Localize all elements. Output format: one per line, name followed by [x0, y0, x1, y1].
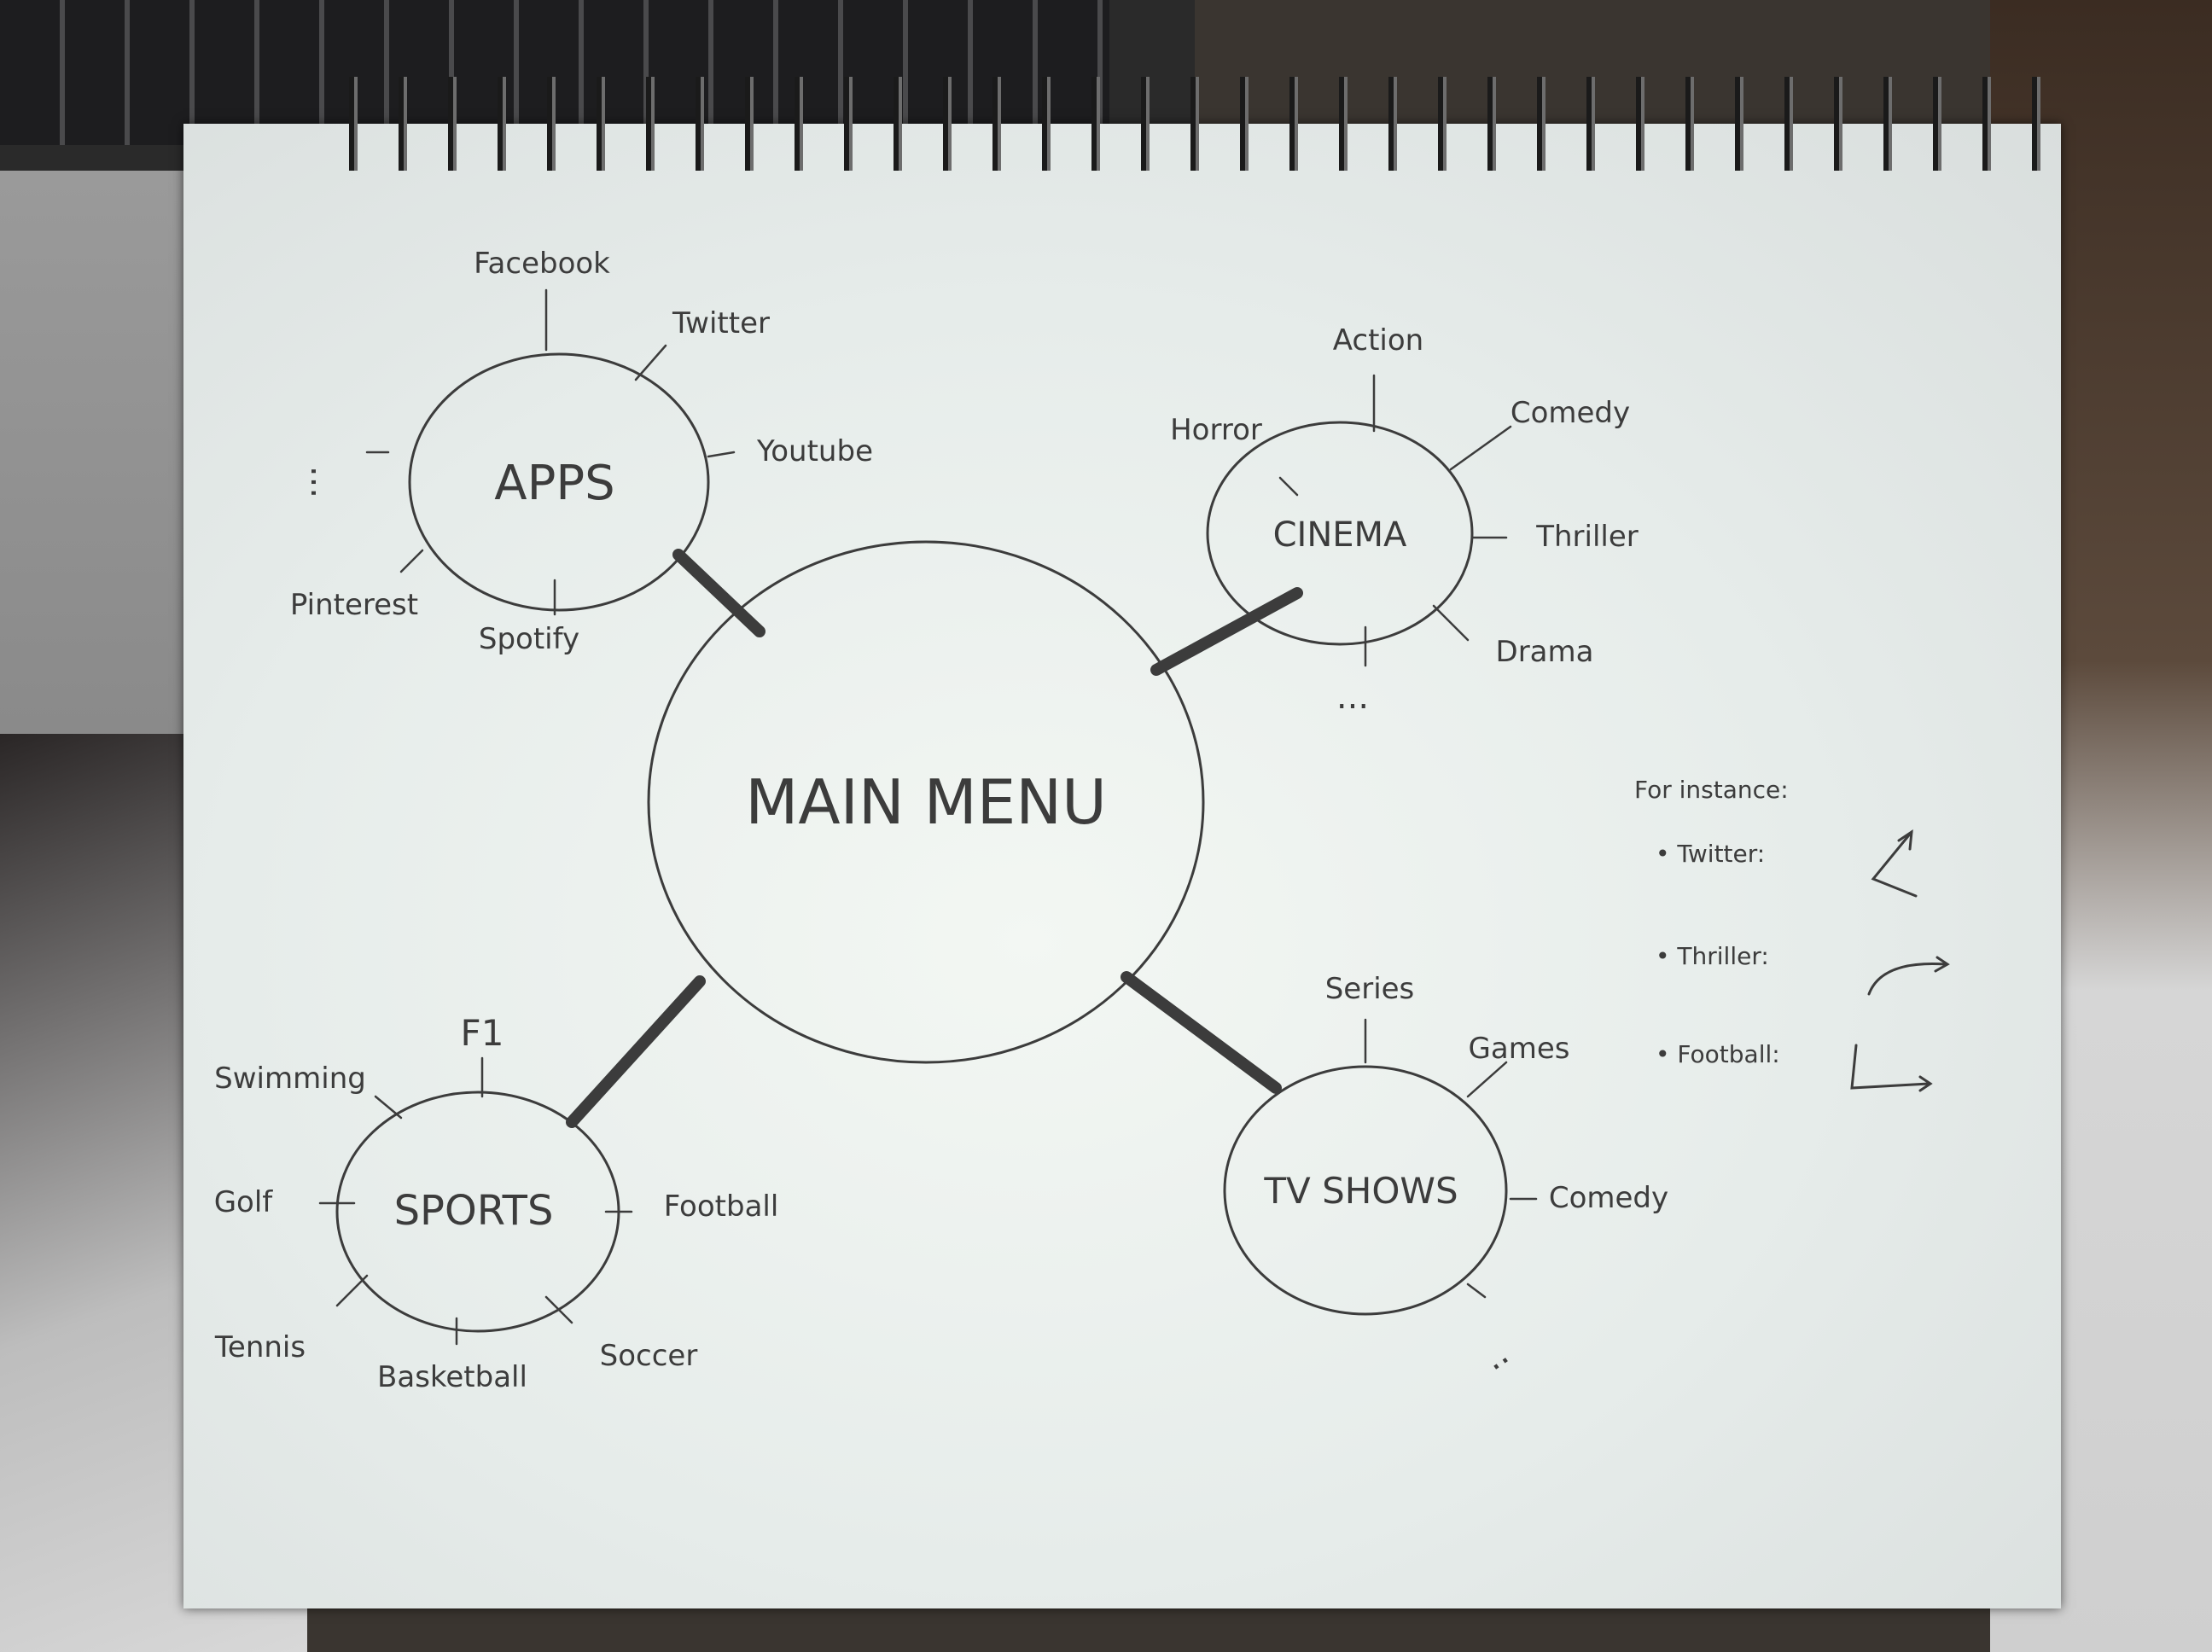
cinema-label: CINEMA [1273, 515, 1407, 555]
tv-shows-label: TV SHOWS [1263, 1170, 1458, 1212]
apps-item-pinterest: Pinterest [290, 588, 418, 622]
tv-item-series: Series [1325, 972, 1415, 1006]
legend-item-football: • Football: [1656, 1040, 1780, 1068]
apps-spokes [365, 288, 736, 616]
main-menu-label: MAIN MENU [745, 766, 1107, 838]
sports-label: SPORTS [394, 1187, 554, 1235]
hub-connectors [566, 549, 1303, 1128]
cinema-item-action: Action [1333, 323, 1423, 358]
sports-spokes [318, 1056, 633, 1346]
cinema-circle [1206, 421, 1474, 646]
sketchbook-page [183, 124, 2061, 1608]
apps-item-youtube: Youtube [756, 434, 873, 468]
legend-gestures [1850, 829, 1950, 1092]
sports-item-football: Football [664, 1190, 779, 1224]
apps-more: ... [303, 466, 342, 498]
sports-item-swimming: Swimming [214, 1062, 366, 1096]
apps-item-spotify: Spotify [479, 622, 579, 656]
apps-item-twitter: Twitter [672, 306, 770, 340]
apps-label: APPS [494, 456, 614, 511]
sports-item-golf: Golf [214, 1185, 274, 1219]
gesture-football-icon [1850, 1044, 1930, 1090]
legend-item-thriller: • Thriller: [1656, 942, 1769, 970]
cinema-more: ... [1336, 678, 1369, 717]
legend-item-twitter: • Twitter: [1656, 840, 1765, 868]
apps-circle [408, 352, 710, 612]
gesture-twitter-icon [1871, 830, 1918, 898]
tv-spokes [1364, 1018, 1538, 1299]
cinema-spokes [1278, 374, 1512, 667]
tv-item-comedy: Comedy [1549, 1181, 1668, 1215]
apps-item-facebook: Facebook [474, 247, 610, 281]
tv-item-games: Games [1469, 1032, 1570, 1066]
spiral-binding [320, 77, 2078, 171]
legend-title: For instance: [1634, 776, 1789, 804]
sports-item-f1: F1 [461, 1012, 504, 1054]
sports-item-basketball: Basketball [377, 1360, 527, 1394]
main-menu-circle [647, 540, 1205, 1064]
tv-shows-circle [1223, 1065, 1508, 1316]
cinema-item-comedy: Comedy [1511, 396, 1630, 430]
cinema-item-thriller: Thriller [1535, 520, 1639, 554]
cinema-item-drama: Drama [1496, 635, 1594, 669]
sports-item-tennis: Tennis [214, 1330, 306, 1364]
cinema-item-horror: Horror [1170, 413, 1262, 447]
tv-more: .. [1476, 1334, 1516, 1378]
gesture-thriller-icon [1867, 962, 1947, 996]
sports-item-soccer: Soccer [600, 1339, 698, 1373]
